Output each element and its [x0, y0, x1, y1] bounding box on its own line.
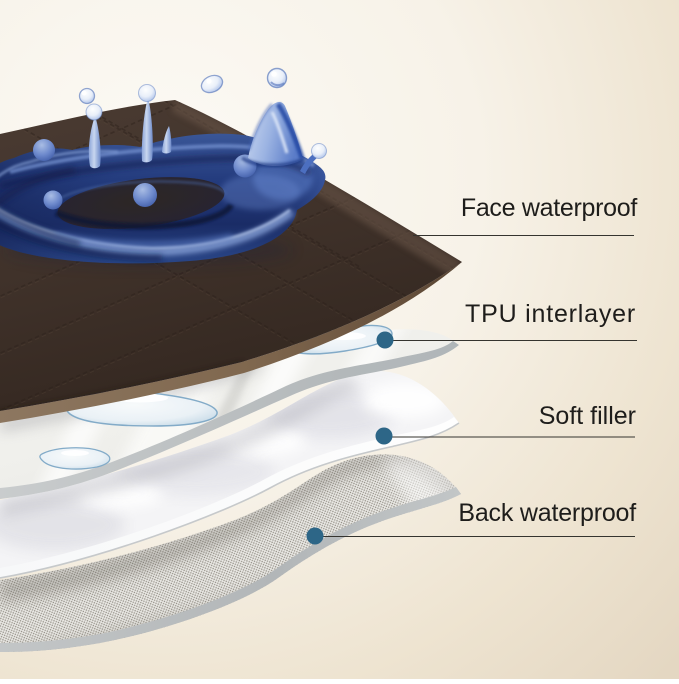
svg-text:TPU interlayer: TPU interlayer	[465, 300, 636, 328]
svg-text:Soft filler: Soft filler	[539, 402, 636, 430]
svg-text:Back waterproof: Back waterproof	[458, 499, 636, 527]
svg-text:Face waterproof: Face waterproof	[461, 194, 637, 222]
